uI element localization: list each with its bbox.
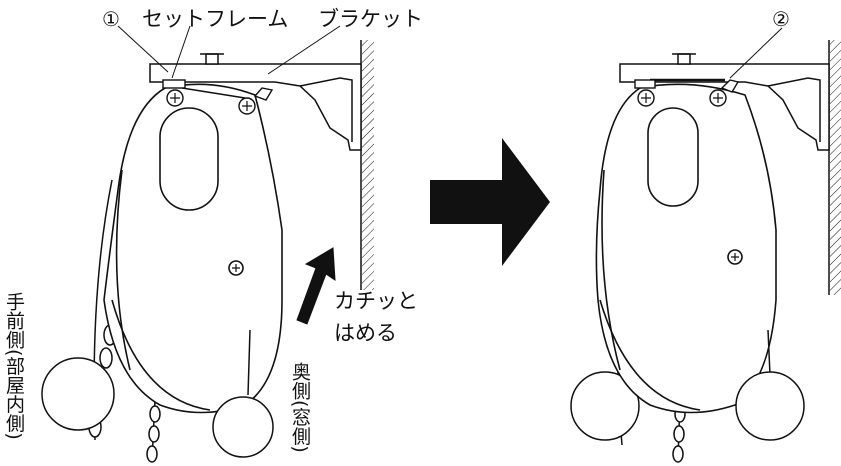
right-housing — [595, 83, 777, 414]
click-label-line2: はめる — [334, 321, 397, 345]
front-side-label: 手前側(部屋内側) — [3, 292, 25, 440]
right-leaders — [729, 27, 783, 79]
right-figure — [570, 27, 841, 463]
back-side-label: 奥側(窓側) — [289, 362, 311, 453]
push-arrow — [296, 247, 336, 325]
left-ball-back — [212, 329, 274, 458]
left-chain-middle — [146, 399, 161, 463]
right-screws — [634, 79, 740, 107]
left-housing — [103, 83, 283, 414]
marker-2-label: ② — [772, 7, 790, 31]
left-bracket — [149, 53, 362, 151]
left-screws — [162, 79, 274, 115]
right-bracket — [619, 53, 830, 151]
set-frame-label: セットフレーム — [142, 7, 288, 31]
click-label-line1: カチッと — [334, 289, 418, 313]
bracket-label: ブラケット — [318, 7, 423, 31]
right-ball-back — [735, 329, 805, 441]
marker-1-label: ① — [102, 7, 120, 31]
left-leaders — [117, 25, 341, 79]
left-wall — [360, 40, 374, 290]
left-figure — [41, 25, 374, 463]
right-wall — [828, 40, 841, 295]
transition-arrow — [430, 138, 550, 266]
